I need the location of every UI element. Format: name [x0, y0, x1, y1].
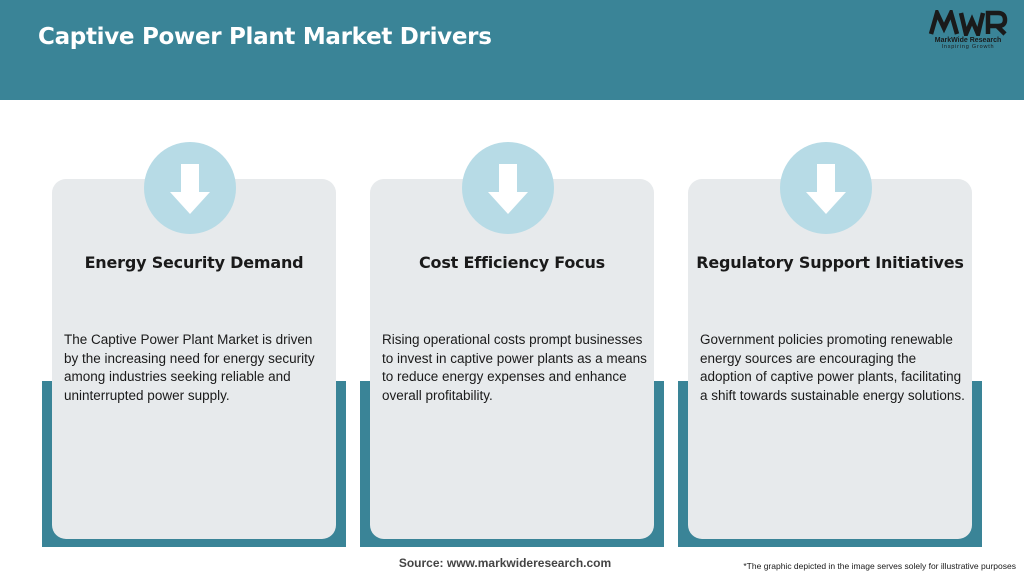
- driver-card-3: Regulatory Support Initiatives Governmen…: [678, 0, 982, 576]
- card-description: Rising operational costs prompt business…: [382, 332, 647, 403]
- card-description: Government policies promoting renewable …: [700, 332, 965, 403]
- company-logo: MarkWide Research Inspiring Growth: [922, 10, 1014, 60]
- card-description: The Captive Power Plant Market is driven…: [64, 332, 315, 403]
- header-banner: Captive Power Plant Market Drivers MarkW…: [0, 0, 1024, 100]
- card-heading: Cost Efficiency Focus: [419, 253, 605, 272]
- logo-name: MarkWide Research: [934, 37, 1002, 44]
- driver-card-2: Cost Efficiency Focus Rising operational…: [360, 0, 664, 576]
- arrow-down-icon: [780, 142, 872, 234]
- logo-tagline: Inspiring Growth: [941, 44, 995, 50]
- disclaimer-note: *The graphic depicted in the image serve…: [743, 561, 1016, 571]
- page-title: Captive Power Plant Market Drivers: [38, 24, 492, 50]
- driver-card-1: Energy Security Demand The Captive Power…: [42, 0, 346, 576]
- mwr-logo-mark: [928, 10, 1008, 36]
- arrow-down-icon: [462, 142, 554, 234]
- card-heading: Regulatory Support Initiatives: [696, 253, 964, 272]
- card-panel: [370, 179, 654, 539]
- source-credit: Source: www.markwideresearch.com: [398, 556, 612, 570]
- arrow-down-icon: [144, 142, 236, 234]
- card-panel: [688, 179, 972, 539]
- card-heading: Energy Security Demand: [84, 253, 304, 272]
- card-panel: [52, 179, 336, 539]
